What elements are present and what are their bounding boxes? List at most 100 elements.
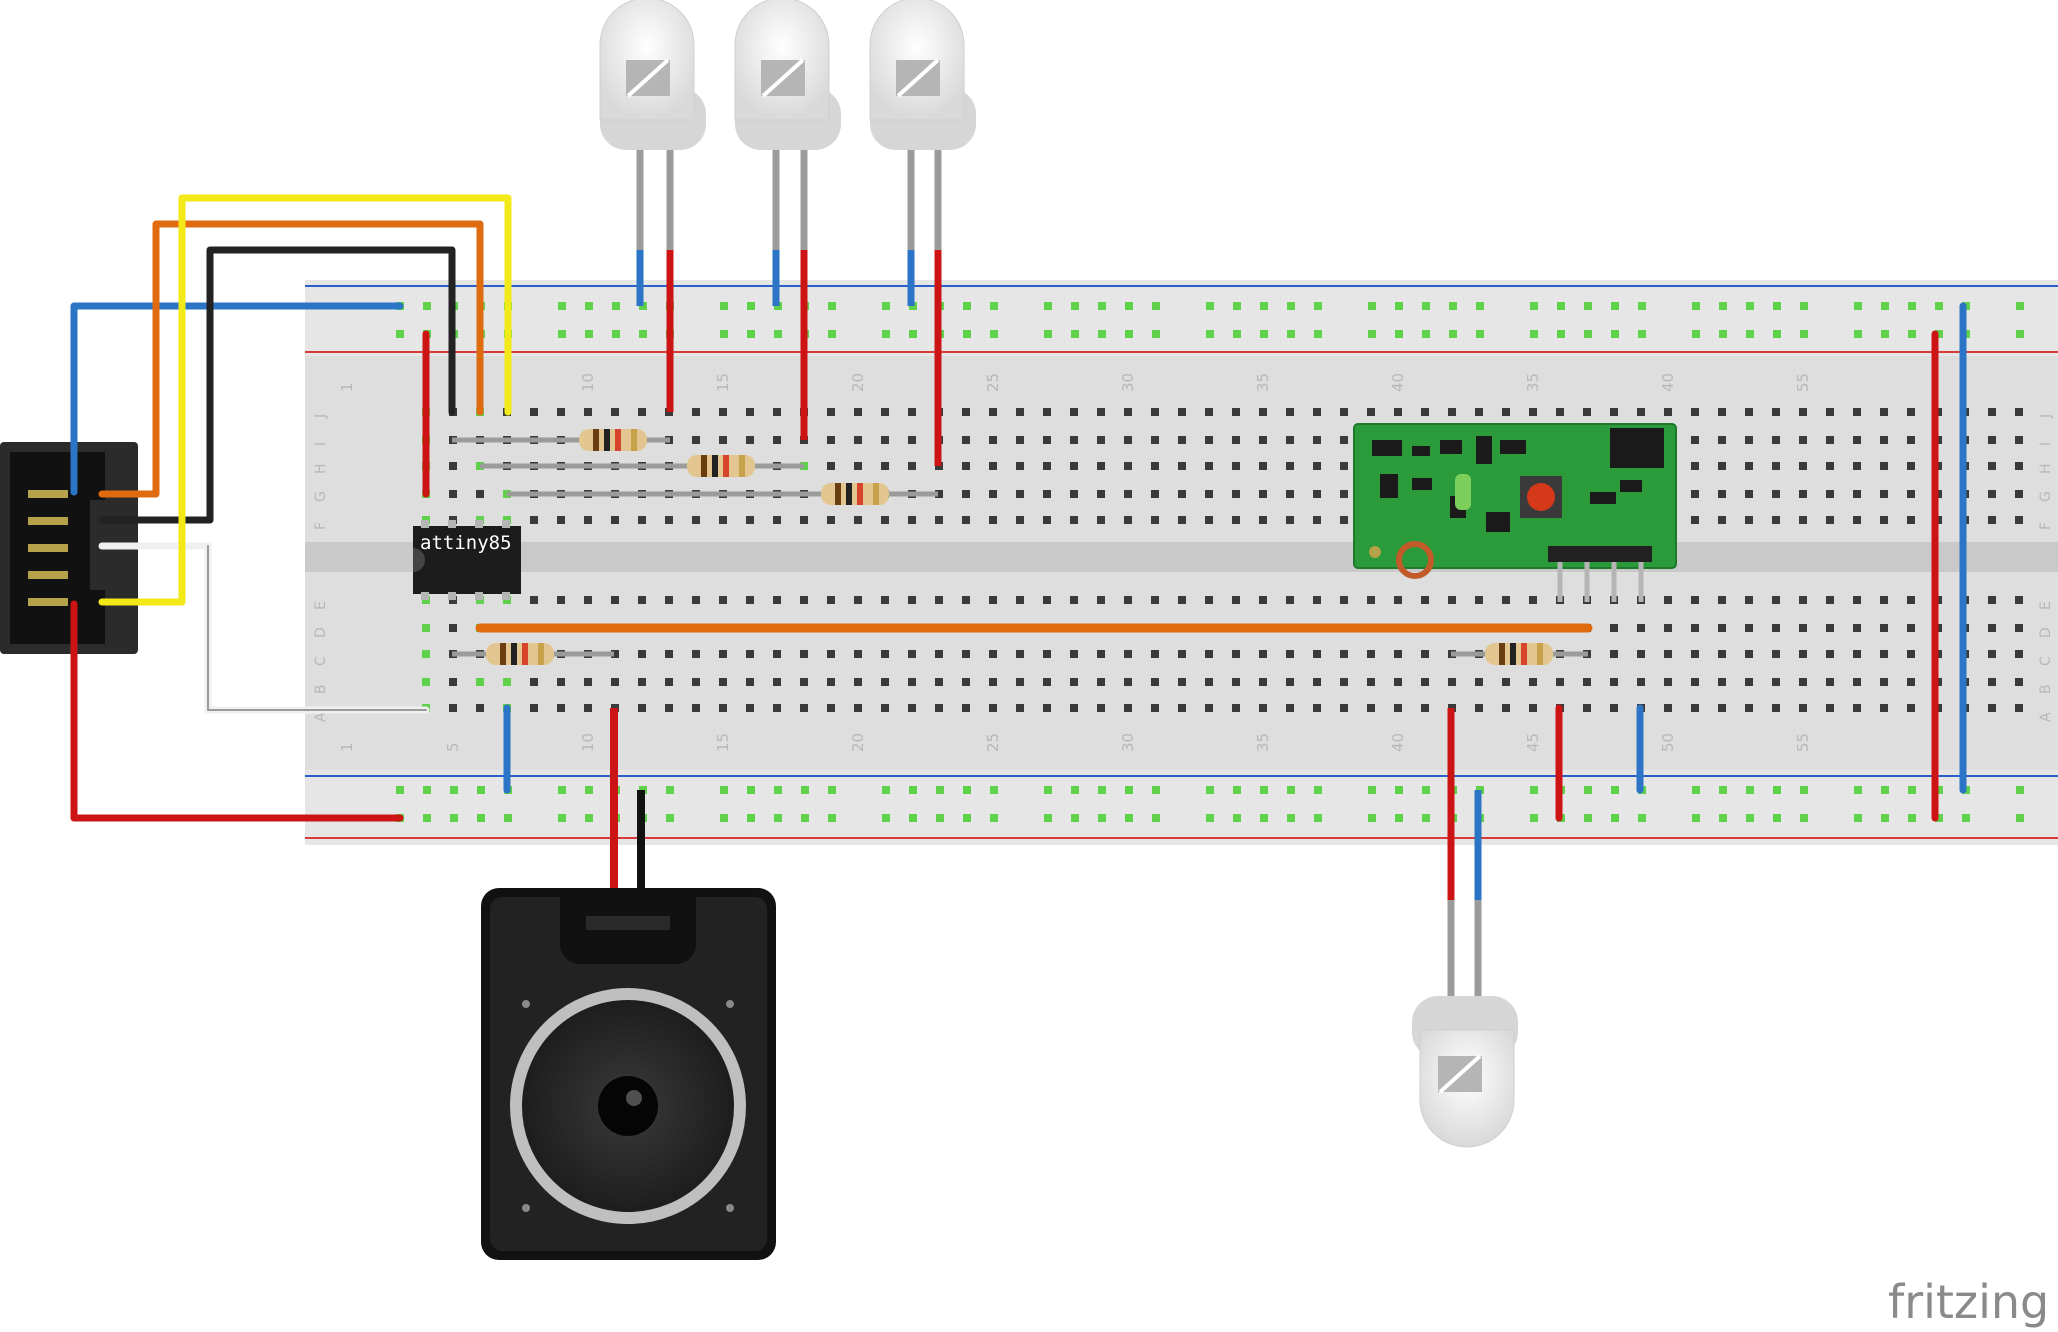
breadboard-hole <box>882 302 890 310</box>
breadboard-hole <box>1422 302 1430 310</box>
breadboard-hole <box>422 650 430 658</box>
breadboard-hole <box>1746 786 1754 794</box>
breadboard-hole <box>1394 596 1402 604</box>
breadboard-hole <box>1314 302 1322 310</box>
breadboard-hole <box>963 330 971 338</box>
col-num-bot-55: 55 <box>1794 733 1812 752</box>
breadboard-hole <box>1367 678 1375 686</box>
breadboard-hole <box>692 408 700 416</box>
breadboard-hole <box>1287 786 1295 794</box>
breadboard-hole <box>1907 624 1915 632</box>
breadboard-hole <box>1340 408 1348 416</box>
breadboard-hole <box>1260 302 1268 310</box>
breadboard-hole <box>1395 330 1403 338</box>
resistor-1 <box>579 429 647 451</box>
breadboard-hole <box>881 596 889 604</box>
row-letter-e-right: E <box>2038 601 2054 610</box>
breadboard-hole <box>720 330 728 338</box>
breadboard-hole <box>881 462 889 470</box>
breadboard-hole <box>719 650 727 658</box>
breadboard-hole <box>881 408 889 416</box>
breadboard-hole <box>1745 490 1753 498</box>
breadboard-hole <box>1286 490 1294 498</box>
breadboard-hole <box>1287 330 1295 338</box>
speaker-dust-cap <box>598 1076 658 1136</box>
breadboard-hole <box>1880 624 1888 632</box>
breadboard-hole <box>1800 814 1808 822</box>
col-num-top-40: 40 <box>1389 373 1407 392</box>
breadboard-hole <box>422 678 430 686</box>
breadboard-hole <box>611 678 619 686</box>
breadboard-hole <box>2015 408 2023 416</box>
breadboard-hole <box>747 814 755 822</box>
breadboard-hole <box>773 516 781 524</box>
breadboard-hole <box>1260 814 1268 822</box>
breadboard-hole <box>2015 650 2023 658</box>
breadboard-hole <box>1394 650 1402 658</box>
breadboard-hole <box>1583 678 1591 686</box>
breadboard-hole <box>449 678 457 686</box>
breadboard-hole <box>1178 650 1186 658</box>
breadboard-hole <box>1718 624 1726 632</box>
breadboard-hole <box>989 436 997 444</box>
breadboard-hole <box>1692 814 1700 822</box>
breadboard-hole <box>1854 330 1862 338</box>
breadboard-hole <box>1151 678 1159 686</box>
breadboard-hole <box>1313 408 1321 416</box>
breadboard-hole <box>1908 786 1916 794</box>
breadboard-hole <box>449 704 457 712</box>
breadboard-hole <box>1205 650 1213 658</box>
breadboard-hole <box>1664 624 1672 632</box>
breadboard-hole <box>1016 704 1024 712</box>
breadboard-hole <box>1368 786 1376 794</box>
breadboard-hole <box>1583 408 1591 416</box>
breadboard-hole <box>989 596 997 604</box>
breadboard-hole <box>1124 490 1132 498</box>
col-num-bot-40: 40 <box>1389 733 1407 752</box>
breadboard-hole <box>584 596 592 604</box>
breadboard-hole <box>747 302 755 310</box>
breadboard-hole <box>1016 408 1024 416</box>
breadboard-hole <box>1988 436 1996 444</box>
breadboard-hole <box>530 516 538 524</box>
breadboard-hole <box>990 814 998 822</box>
breadboard-hole <box>1313 596 1321 604</box>
breadboard-hole <box>1125 330 1133 338</box>
breadboard-hole <box>1422 814 1430 822</box>
breadboard-hole <box>1260 786 1268 794</box>
breadboard-hole <box>1719 786 1727 794</box>
breadboard-hole <box>1314 814 1322 822</box>
breadboard-hole <box>854 436 862 444</box>
breadboard-hole <box>962 516 970 524</box>
breadboard-hole <box>1691 408 1699 416</box>
breadboard-hole <box>1692 302 1700 310</box>
breadboard-hole <box>1718 490 1726 498</box>
breadboard-hole <box>881 436 889 444</box>
breadboard-hole <box>584 408 592 416</box>
breadboard-hole <box>1611 814 1619 822</box>
breadboard-hole <box>1691 516 1699 524</box>
breadboard-hole <box>1692 786 1700 794</box>
led-4 <box>1412 708 1518 1148</box>
breadboard-hole <box>1772 678 1780 686</box>
breadboard-hole <box>449 490 457 498</box>
breadboard-hole <box>530 408 538 416</box>
breadboard-hole <box>1152 330 1160 338</box>
breadboard-hole <box>746 516 754 524</box>
breadboard-hole <box>692 704 700 712</box>
breadboard-hole <box>1421 596 1429 604</box>
breadboard-hole <box>1988 516 1996 524</box>
breadboard-hole <box>1502 678 1510 686</box>
breadboard-hole <box>557 596 565 604</box>
breadboard-hole <box>1826 678 1834 686</box>
breadboard-hole <box>1907 704 1915 712</box>
breadboard-hole <box>638 704 646 712</box>
breadboard-hole <box>1070 516 1078 524</box>
breadboard-hole <box>1151 490 1159 498</box>
breadboard-hole <box>1691 704 1699 712</box>
breadboard-hole <box>1097 436 1105 444</box>
breadboard-hole <box>1610 704 1618 712</box>
breadboard-hole <box>558 330 566 338</box>
breadboard-hole <box>1286 516 1294 524</box>
breadboard-hole <box>476 678 484 686</box>
